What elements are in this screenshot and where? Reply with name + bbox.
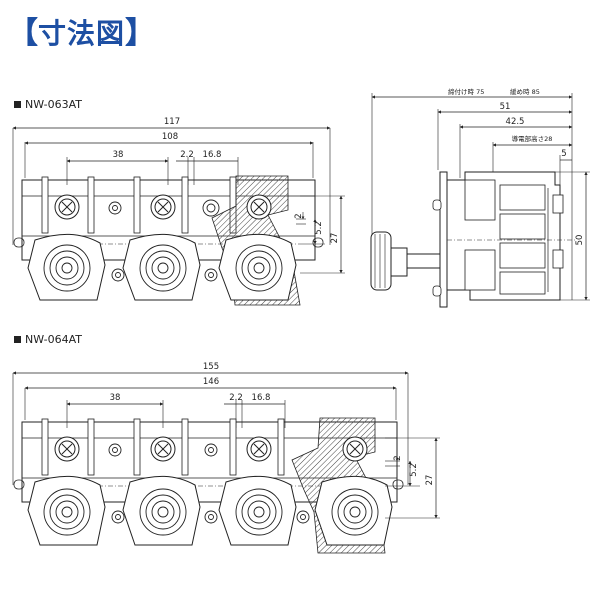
model-2-drawing: NW-064AT 155 146 38 2.2 16.8 — [12, 333, 440, 554]
model-1-dim-d: 5.2 — [314, 221, 324, 235]
header-bracket-left: 【 — [8, 16, 38, 51]
model-2-knobs — [27, 475, 393, 546]
side-dim-50: 50 — [575, 235, 585, 246]
side-dim-5: 5 — [561, 149, 566, 159]
side-dim-l75: 締付け時 75 — [448, 87, 484, 96]
model-2-dim-overall: 155 — [203, 362, 219, 372]
side-dim-42-5: 42.5 — [506, 117, 525, 127]
model-1-dim-h: 27 — [330, 233, 340, 244]
model-2-dim-pitch: 38 — [110, 393, 121, 403]
model-2-dim-pitch-total: 146 — [203, 377, 219, 387]
model-1-name: NW-063AT — [25, 98, 82, 111]
diagram-header: 【 寸法図 】 — [8, 14, 155, 54]
model-2-dim-c: 2 — [393, 455, 403, 460]
side-view-drawing: 締付け時 75 緩め時 85 51 42.5 導電部高さ28 5 — [370, 87, 590, 308]
model-1-knobs — [27, 233, 297, 301]
model-2-dim-h: 27 — [425, 475, 435, 486]
side-dim-conductor: 導電部高さ28 — [512, 134, 553, 143]
model-2-marker — [14, 336, 21, 343]
model-2-body — [21, 421, 398, 503]
model-2-dim-b: 16.8 — [252, 393, 271, 403]
header-bracket-right: 】 — [125, 16, 156, 51]
model-1-marker — [14, 101, 21, 108]
model-2-name: NW-064AT — [25, 333, 82, 346]
model-2-dim-a: 2.2 — [229, 393, 243, 403]
model-2-dim-d: 5.2 — [409, 463, 419, 477]
model-1-dim-pitch-total: 108 — [162, 132, 178, 142]
model-1-dim-overall: 117 — [164, 117, 180, 127]
model-1-dim-b: 16.8 — [203, 150, 222, 160]
header-title: 寸法図 — [38, 17, 126, 50]
side-dim-51: 51 — [500, 102, 511, 112]
model-1-drawing: NW-063AT 117 108 38 2.2 16.8 — [12, 98, 345, 306]
side-dim-l85: 緩め時 85 — [510, 87, 540, 96]
model-1-dim-c: 2 — [294, 213, 304, 218]
model-1-dim-pitch: 38 — [113, 150, 124, 160]
model-1-dim-a: 2.2 — [180, 150, 194, 160]
